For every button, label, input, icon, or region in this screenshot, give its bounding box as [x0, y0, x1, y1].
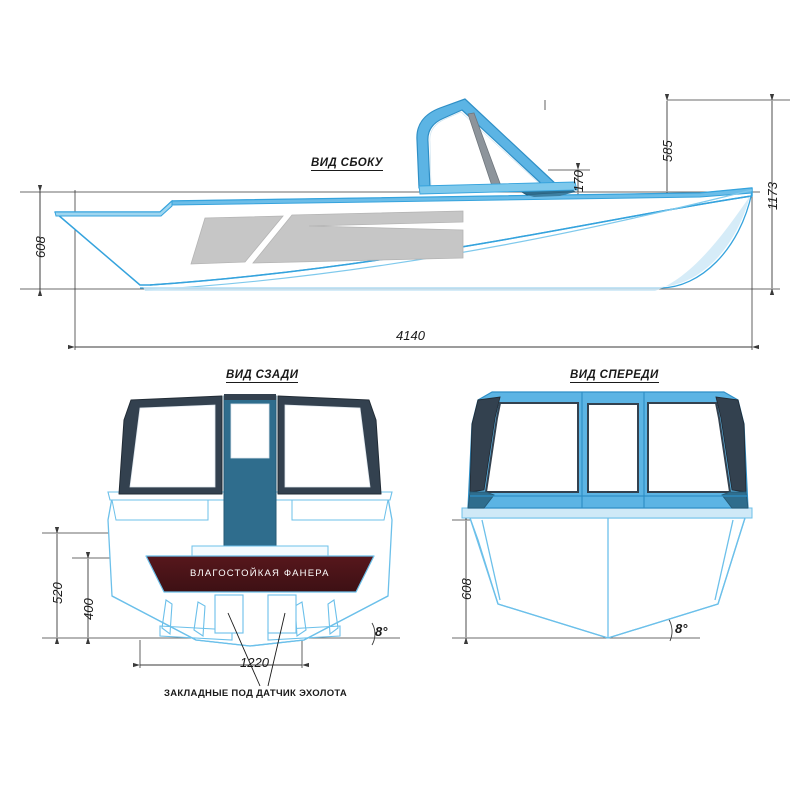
- front-window-center: [587, 403, 639, 493]
- side-keel-line: [144, 189, 753, 291]
- dim-label-520: 520: [50, 582, 65, 604]
- angle-label-8deg-front: 8°: [675, 621, 688, 636]
- transducer-mounts-label: ЗАКЛАДНЫЕ ПОД ДАТЧИК ЭХОЛОТА: [164, 688, 348, 699]
- dim-label-170: 170: [571, 170, 586, 192]
- angle-label-8deg-rear: 8°: [375, 624, 388, 639]
- side-chine-line: [149, 195, 753, 286]
- front-pillar-right: [715, 396, 747, 493]
- rear-cabin-door-window: [230, 403, 270, 459]
- side-view-title: ВИД СБОКУ: [311, 157, 383, 171]
- front-window-right: [647, 402, 732, 493]
- dim-label-608-front: 608: [459, 578, 474, 600]
- rear-plywood-panel: [145, 555, 375, 593]
- rear-view-title: ВИД СЗАДИ: [226, 369, 299, 383]
- rear-deck-step-left: [111, 499, 209, 521]
- side-decal-stripe-large: [252, 210, 464, 264]
- front-window-left: [484, 402, 579, 493]
- dim-label-585: 585: [660, 140, 675, 162]
- dim-label-400: 400: [81, 598, 96, 620]
- rear-hull-bottom-v: [111, 595, 389, 647]
- front-view-group: Front view of boat: [452, 391, 753, 645]
- rear-cabin-door-top-trim: [224, 394, 276, 400]
- front-view-title: ВИД СПЕРЕДИ: [570, 369, 659, 383]
- rear-cabin-left-glass: [129, 404, 216, 488]
- side-decal-stripe-small: [190, 215, 284, 265]
- side-gunwale-forward: [54, 199, 173, 217]
- transducer-leader-lines: [227, 612, 286, 687]
- plywood-label: ВЛАГОСТОЙКАЯ ФАНЕРА: [190, 568, 330, 579]
- side-cabin-base: [418, 181, 578, 195]
- rear-strakes-group: [159, 599, 341, 641]
- rear-cabin-right-glass: [284, 404, 371, 488]
- rear-deck-step-right: [291, 499, 389, 521]
- front-hull-v-lines: [469, 517, 746, 639]
- transducer-mount-left: [214, 594, 244, 634]
- dim-label-608-side: 608: [33, 236, 48, 258]
- rear-deadrise-arc: [371, 622, 376, 646]
- side-view-group: Side view of boat: [20, 93, 790, 350]
- rear-view-group: Rear view of boat: [42, 394, 400, 687]
- side-waterline: [140, 191, 753, 289]
- front-deck-strip: [461, 507, 753, 519]
- dim-label-1173: 1173: [765, 182, 780, 210]
- front-deadrise-arc: [667, 617, 673, 642]
- front-cabin-separators: [470, 392, 748, 508]
- dim-label-1220: 1220: [240, 655, 269, 670]
- side-cabin-rear-wedge: [527, 192, 575, 197]
- front-pillar-left: [469, 396, 501, 493]
- dim-label-4140: 4140: [396, 328, 425, 343]
